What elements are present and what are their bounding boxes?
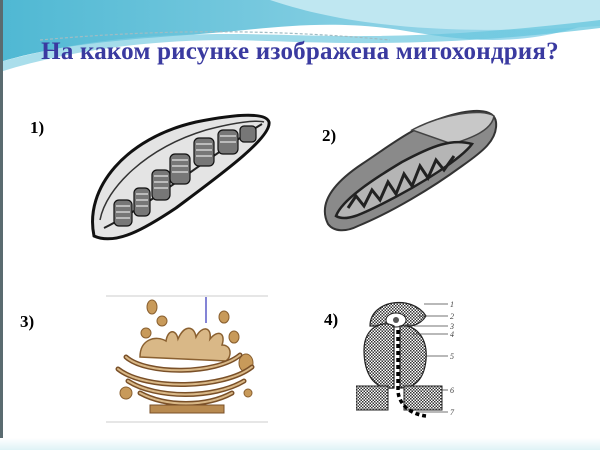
diagram-number-7: 7: [450, 408, 455, 417]
diagram-number-3: 3: [449, 322, 454, 331]
ribosome-image[interactable]: 1 2 3 4 5 6 7: [356, 290, 466, 420]
diagram-number-5: 5: [450, 352, 454, 361]
option-label-2: 2): [322, 126, 337, 145]
diagram-number-6: 6: [450, 386, 454, 395]
left-border: [0, 0, 3, 450]
option-label-1: 1): [30, 118, 45, 137]
diagram-number-1: 1: [450, 300, 454, 309]
chloroplast-image[interactable]: [86, 108, 276, 248]
option-label-3: 3): [20, 312, 35, 331]
bottom-band-decoration: [0, 438, 600, 450]
golgi-apparatus-image[interactable]: [106, 295, 268, 423]
mitochondrion-image[interactable]: [322, 104, 498, 232]
option-label-4: 4): [324, 310, 339, 329]
header-wave-decoration: [0, 0, 600, 72]
slide-title: На каком рисунке изображена митохондрия?: [41, 38, 559, 65]
diagram-number-4: 4: [450, 330, 454, 339]
diagram-number-2: 2: [450, 312, 454, 321]
